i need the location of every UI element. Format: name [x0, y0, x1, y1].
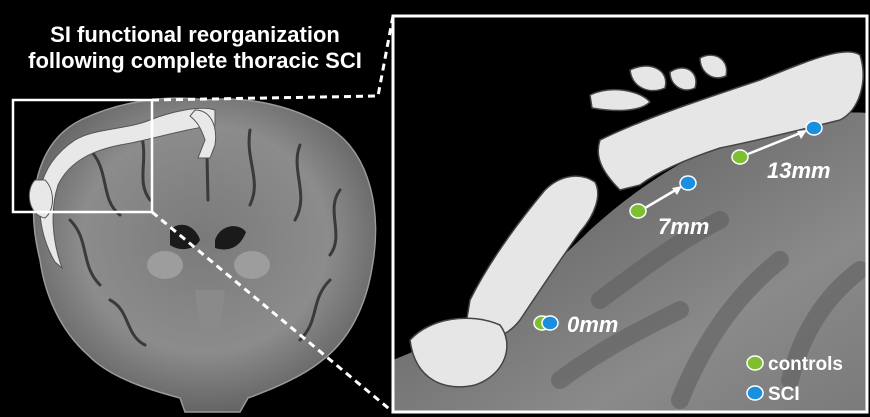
- shift-label-7mm: 7mm: [658, 214, 709, 239]
- shift-label-0mm: 0mm: [567, 312, 618, 337]
- legend-controls-label: controls: [768, 354, 843, 375]
- legend-sci-label: SCI: [768, 384, 800, 405]
- legend-controls-swatch: [747, 356, 763, 370]
- brain-coronal-slice: [13, 98, 376, 412]
- legend-sci-swatch: [747, 386, 763, 400]
- shift-label-13mm: 13mm: [767, 158, 831, 183]
